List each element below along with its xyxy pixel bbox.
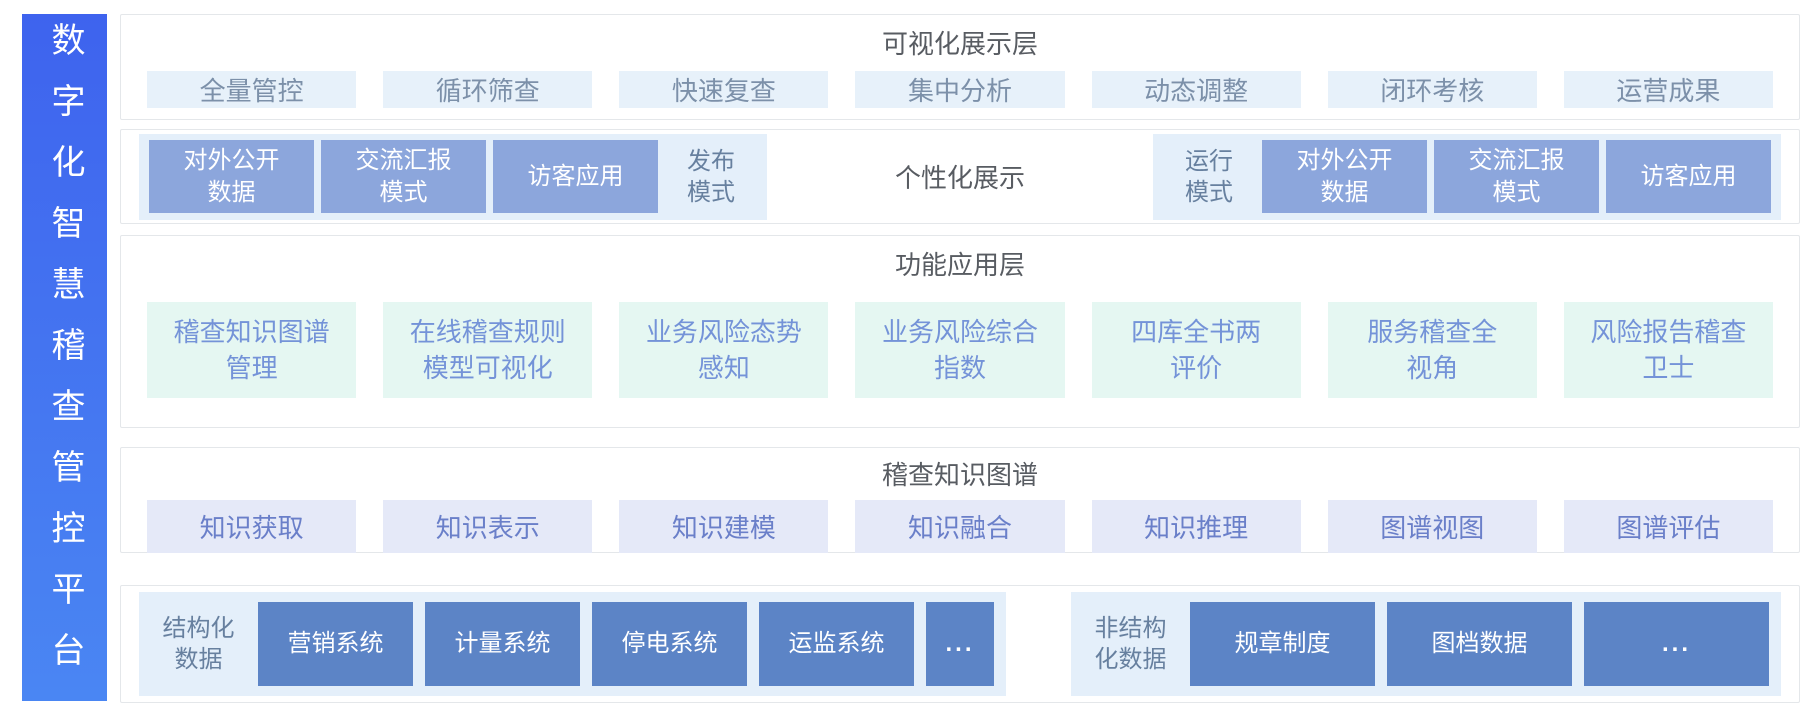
publish-mode-box: 对外公开 数据 [149,140,314,213]
layer-visualization: 可视化展示层 全量管控 循环筛查 快速复查 集中分析 动态调整 闭环考核 运营成… [120,14,1800,120]
layer-knowledge-graph: 稽查知识图谱 知识获取 知识表示 知识建模 知识融合 知识推理 图谱视图 图谱评… [120,447,1800,553]
visualization-chip: 集中分析 [855,71,1065,108]
visualization-chip: 闭环考核 [1327,71,1537,108]
knowledge-chip: 知识推理 [1091,500,1301,553]
unstructured-data-panel: 非结构 化数据 规章制度 图档数据 ... [1071,592,1781,696]
knowledge-chip: 知识获取 [147,500,357,553]
layers-column: 可视化展示层 全量管控 循环筛查 快速复查 集中分析 动态调整 闭环考核 运营成… [120,0,1800,703]
unstructured-system-box: 规章制度 [1190,602,1375,686]
platform-title-bar: 数字化智慧稽查管控平台 [22,14,107,701]
function-chip: 风险报告稽查 卫士 [1563,302,1773,398]
layer-knowledge-graph-title: 稽查知识图谱 [881,460,1038,490]
run-mode-label: 运行 模式 [1185,147,1233,206]
personalized-display-label: 个性化展示 [894,163,1025,193]
function-chip: 四库全书两 评价 [1091,302,1301,398]
structured-data-panel: 结构化 数据 营销系统 计量系统 停电系统 运监系统 ... [139,592,1006,696]
function-chip-row: 稽查知识图谱 管理 在线稽查规则 模型可视化 业务风险态势 感知 业务风险综合 … [147,302,1773,398]
layer-display-modes: 对外公开 数据 交流汇报 模式 访客应用 发布 模式 个性化展示 运行 模式 对… [120,129,1800,224]
layer-function-title: 功能应用层 [894,250,1025,280]
knowledge-chip: 知识建模 [619,500,829,553]
unstructured-system-box: 图档数据 [1387,602,1572,686]
layer-visualization-title: 可视化展示层 [881,29,1038,59]
function-chip: 业务风险态势 感知 [619,302,829,398]
unstructured-ellipsis-box: ... [1584,602,1769,686]
knowledge-chip: 知识表示 [383,500,593,553]
visualization-chip: 快速复查 [619,71,829,108]
layer-data-sources: 结构化 数据 营销系统 计量系统 停电系统 运监系统 ... 非结构 化数据 规… [120,585,1800,703]
run-mode-box: 访客应用 [1606,140,1771,213]
publish-mode-box: 访客应用 [493,140,658,213]
run-mode-panel: 运行 模式 对外公开 数据 交流汇报 模式 访客应用 [1153,133,1781,220]
visualization-chip: 循环筛查 [383,71,593,108]
layer-function: 功能应用层 稽查知识图谱 管理 在线稽查规则 模型可视化 业务风险态势 感知 业… [120,235,1800,428]
function-chip: 服务稽查全 视角 [1327,302,1537,398]
run-mode-box: 对外公开 数据 [1262,140,1427,213]
knowledge-chip: 知识融合 [855,500,1065,553]
visualization-chip-row: 全量管控 循环筛查 快速复查 集中分析 动态调整 闭环考核 运营成果 [147,71,1773,108]
knowledge-chip-row: 知识获取 知识表示 知识建模 知识融合 知识推理 图谱视图 图谱评估 [147,500,1773,553]
function-chip: 业务风险综合 指数 [855,302,1065,398]
visualization-chip: 运营成果 [1563,71,1773,108]
publish-mode-box: 交流汇报 模式 [321,140,486,213]
knowledge-chip: 图谱评估 [1563,500,1773,553]
visualization-chip: 全量管控 [147,71,357,108]
structured-system-box: 营销系统 [258,602,413,686]
structured-system-box: 停电系统 [592,602,747,686]
knowledge-chip: 图谱视图 [1327,500,1537,553]
structured-ellipsis-box: ... [926,602,994,686]
structured-system-box: 运监系统 [759,602,914,686]
structured-system-box: 计量系统 [425,602,580,686]
structured-data-label: 结构化 数据 [162,615,235,673]
function-chip: 稽查知识图谱 管理 [147,302,357,398]
visualization-chip: 动态调整 [1091,71,1301,108]
publish-mode-label: 发布 模式 [687,147,735,206]
platform-title: 数字化智慧稽查管控平台 [46,22,84,693]
run-mode-box: 交流汇报 模式 [1434,140,1599,213]
publish-mode-panel: 对外公开 数据 交流汇报 模式 访客应用 发布 模式 [139,133,767,220]
unstructured-data-label: 非结构 化数据 [1094,615,1167,673]
function-chip: 在线稽查规则 模型可视化 [383,302,593,398]
